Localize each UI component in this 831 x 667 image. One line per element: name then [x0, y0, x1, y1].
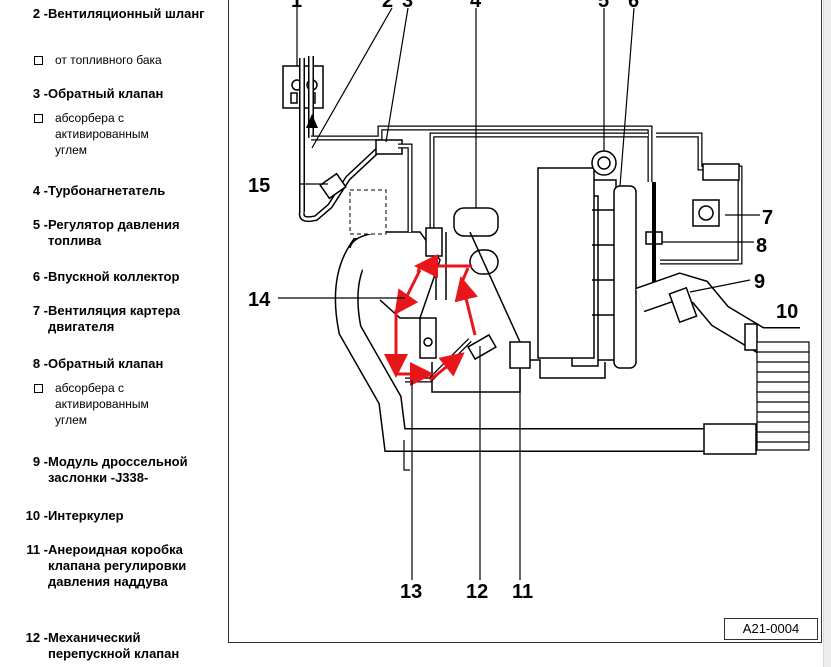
- legend-item-2: 2 -Вентиляционный шланг: [32, 6, 205, 21]
- legend-item-8: 8 -Обратный клапан: [32, 356, 164, 371]
- figure-code: A21-0004: [724, 618, 818, 640]
- flow-arrow-icon: [306, 114, 318, 128]
- callout-3: 3: [402, 0, 413, 12]
- leader-lines: [278, 6, 760, 580]
- callout-13: 13: [400, 581, 422, 603]
- bypass-valve: [467, 333, 497, 361]
- check-valve-15: [319, 172, 347, 200]
- intercooler: [756, 341, 810, 451]
- legend-item-6: 6 -Впускной коллектор: [32, 269, 180, 284]
- callout-2: 2: [382, 0, 393, 12]
- wastegate-actuator: [509, 341, 531, 369]
- scrollbar[interactable]: [823, 0, 831, 667]
- callout-15: 15: [248, 175, 270, 197]
- callout-4: 4: [470, 0, 482, 12]
- callout-7: 7: [762, 207, 773, 229]
- throttle-module: [668, 286, 698, 324]
- legend-item-12: 12 -Механический перепускной клапан: [25, 630, 180, 661]
- intake-manifold: [537, 167, 637, 369]
- callout-8: 8: [756, 235, 767, 257]
- checkbox-bullet-icon: [34, 56, 43, 65]
- callout-14: 14: [248, 289, 271, 311]
- checkbox-bullet-icon: [34, 114, 43, 123]
- legend-panel: 2 -Вентиляционный шланг от топливного ба…: [0, 0, 222, 667]
- callout-6: 6: [628, 0, 639, 12]
- callout-5: 5: [598, 0, 609, 12]
- legend-item-10: 10 -Интеркулер: [25, 508, 124, 523]
- legend-item-9: 9 -Модуль дроссельной заслонки -J338-: [32, 454, 188, 485]
- callout-1: 1: [291, 0, 302, 12]
- callout-10: 10: [776, 301, 798, 323]
- legend-item-3: 3 -Обратный клапан: [32, 86, 164, 101]
- flow-arrows: [384, 254, 478, 386]
- legend-item-5: 5 -Регулятор давления топлива: [32, 217, 180, 248]
- legend-item-7: 7 -Вентиляция картера двигателя: [32, 303, 181, 334]
- legend-subitem-8: абсорбера с активированным углем: [34, 380, 183, 428]
- checkbox-bullet-icon: [34, 384, 43, 393]
- callout-12: 12: [466, 581, 488, 603]
- callout-11: 11: [512, 581, 533, 603]
- callout-9: 9: [754, 271, 765, 293]
- crankcase-vent-7: [692, 199, 720, 227]
- legend-item-4: 4 -Турбонагнетатель: [32, 183, 166, 198]
- legend-item-11: 11 -Анероидная коробка клапана регулиров…: [26, 542, 187, 589]
- legend-subitem-3: абсорбера с активированным углем: [34, 110, 183, 158]
- legend-subitem-2: от топливного бака: [34, 52, 183, 68]
- turbocharger: [453, 207, 499, 237]
